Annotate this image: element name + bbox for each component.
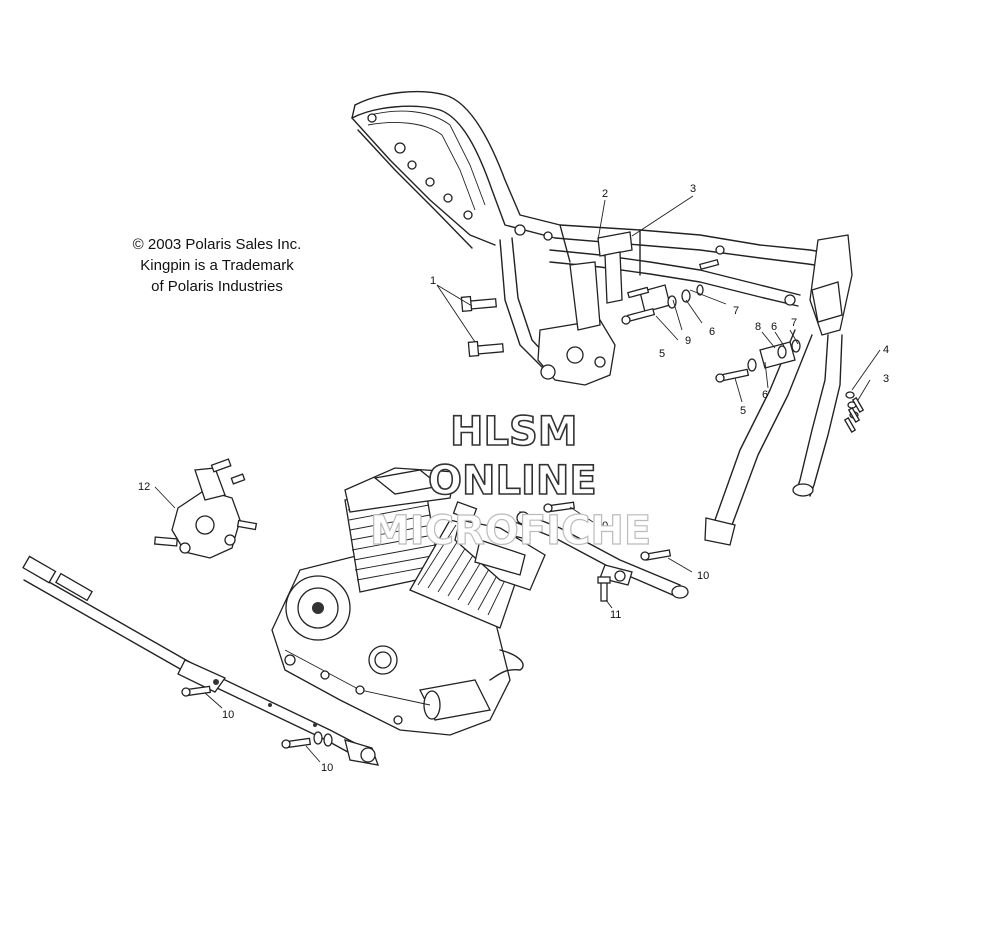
callout-10-leftupper: 10 bbox=[222, 709, 234, 721]
callout-2: 2 bbox=[602, 188, 608, 200]
callout-6-mid: 6 bbox=[771, 321, 777, 333]
watermark-line-2: ONLINE bbox=[428, 458, 597, 504]
watermark-line-1: HLSM bbox=[450, 409, 578, 455]
bolt-10-leftlower bbox=[281, 731, 333, 749]
bolt-11 bbox=[597, 576, 611, 602]
callout-3-right: 3 bbox=[883, 373, 889, 385]
washers-6-7-8 bbox=[777, 339, 801, 359]
watermark: HLSM ONLINE MICROFICHE bbox=[369, 408, 651, 554]
callout-3-upper: 3 bbox=[690, 183, 696, 195]
bolt-10-right bbox=[640, 549, 672, 561]
bolt-5b bbox=[715, 358, 757, 383]
engine-mount-bracket bbox=[153, 458, 258, 559]
callout-9: 9 bbox=[685, 335, 691, 347]
stack-3-4 bbox=[843, 391, 865, 433]
bolt-10-leftupper bbox=[181, 685, 212, 697]
watermark-line-3: MICROFICHE bbox=[370, 508, 651, 554]
callout-labels: 1 2 3 7 6 9 5 8 6 7 4 3 6 5 12 10 10 11 … bbox=[138, 183, 889, 774]
callout-8: 8 bbox=[755, 321, 761, 333]
copyright-line-2: Kingpin is a Trademark bbox=[140, 257, 294, 274]
bolt-5a bbox=[621, 307, 656, 325]
callout-10-topright: 10 bbox=[596, 520, 608, 532]
callout-11: 11 bbox=[610, 609, 621, 621]
callout-7-right: 7 bbox=[791, 317, 797, 329]
bolt-10-topright bbox=[543, 501, 576, 513]
copyright-line-3: of Polaris Industries bbox=[151, 278, 283, 295]
callout-12: 12 bbox=[138, 481, 150, 493]
callout-5-upper: 5 bbox=[659, 348, 665, 360]
callout-1: 1 bbox=[430, 275, 436, 287]
washers-6-9 bbox=[627, 258, 720, 309]
callout-7-upper: 7 bbox=[733, 305, 739, 317]
callout-6-upper: 6 bbox=[709, 326, 715, 338]
bolt-1b bbox=[467, 340, 504, 358]
callout-4: 4 bbox=[883, 344, 889, 356]
right-torque-rod bbox=[514, 511, 689, 599]
callout-5-lower: 5 bbox=[740, 405, 746, 417]
left-torque-rod bbox=[22, 555, 379, 766]
copyright-line-1: © 2003 Polaris Sales Inc. bbox=[132, 236, 302, 253]
copyright-notice: © 2003 Polaris Sales Inc. Kingpin is a T… bbox=[112, 234, 322, 297]
bolt-1a bbox=[460, 295, 497, 313]
frame-bolts bbox=[460, 258, 865, 433]
callout-10-leftlower: 10 bbox=[321, 762, 333, 774]
motorcycle-frame bbox=[351, 90, 853, 546]
v-twin-engine bbox=[271, 467, 546, 736]
callout-6-lower: 6 bbox=[762, 389, 768, 401]
leader-lines bbox=[154, 195, 881, 763]
bolts-10-11 bbox=[181, 501, 672, 749]
callout-10-right: 10 bbox=[697, 570, 709, 582]
